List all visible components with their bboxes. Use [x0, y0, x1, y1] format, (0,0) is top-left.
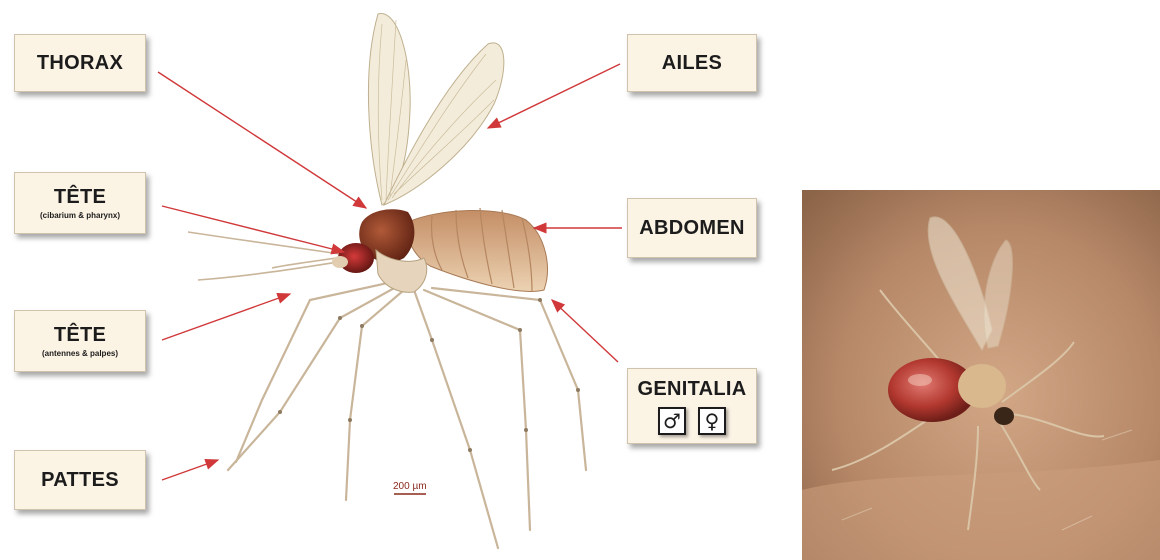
label-tete-cibarium-sub: (cibarium & pharynx): [40, 211, 120, 220]
label-tete-antennes: TÊTE (antennes & palpes): [14, 310, 146, 372]
legs: [228, 282, 586, 548]
label-tete-cibarium-text: TÊTE: [54, 186, 106, 209]
arrow-pattes: [162, 460, 218, 480]
arrow-tete-antennes: [162, 294, 290, 340]
label-tete-antennes-text: TÊTE: [54, 324, 106, 347]
sandfly-photo-image: [802, 190, 1160, 560]
label-genitalia-text: GENITALIA: [638, 378, 747, 401]
label-ailes-text: AILES: [662, 52, 722, 75]
leg-joints: [278, 298, 580, 452]
abdomen-body: [407, 208, 547, 292]
label-tete-antennes-sub: (antennes & palpes): [42, 349, 118, 358]
label-abdomen-text: ABDOMEN: [639, 217, 744, 240]
label-genitalia: GENITALIA ♂ ♀: [627, 368, 757, 444]
male-symbol-icon: ♂: [658, 407, 686, 435]
arrow-ailes: [488, 64, 620, 128]
head: [332, 243, 374, 273]
wings: [368, 14, 503, 205]
arrow-tete-cibarium: [162, 206, 344, 252]
arrow-thorax: [158, 72, 366, 208]
sandfly-photo: [802, 190, 1160, 560]
label-pattes: PATTES: [14, 450, 146, 510]
scale-bar-label: 200 µm: [393, 481, 427, 492]
label-thorax: THORAX: [14, 34, 146, 92]
antennae: [188, 232, 340, 280]
label-tete-cibarium: TÊTE (cibarium & pharynx): [14, 172, 146, 234]
label-thorax-text: THORAX: [37, 52, 123, 75]
label-ailes: AILES: [627, 34, 757, 92]
female-symbol-icon: ♀: [698, 407, 726, 435]
label-abdomen: ABDOMEN: [627, 198, 757, 258]
label-pattes-text: PATTES: [41, 469, 119, 492]
sex-symbols: ♂ ♀: [658, 407, 726, 435]
